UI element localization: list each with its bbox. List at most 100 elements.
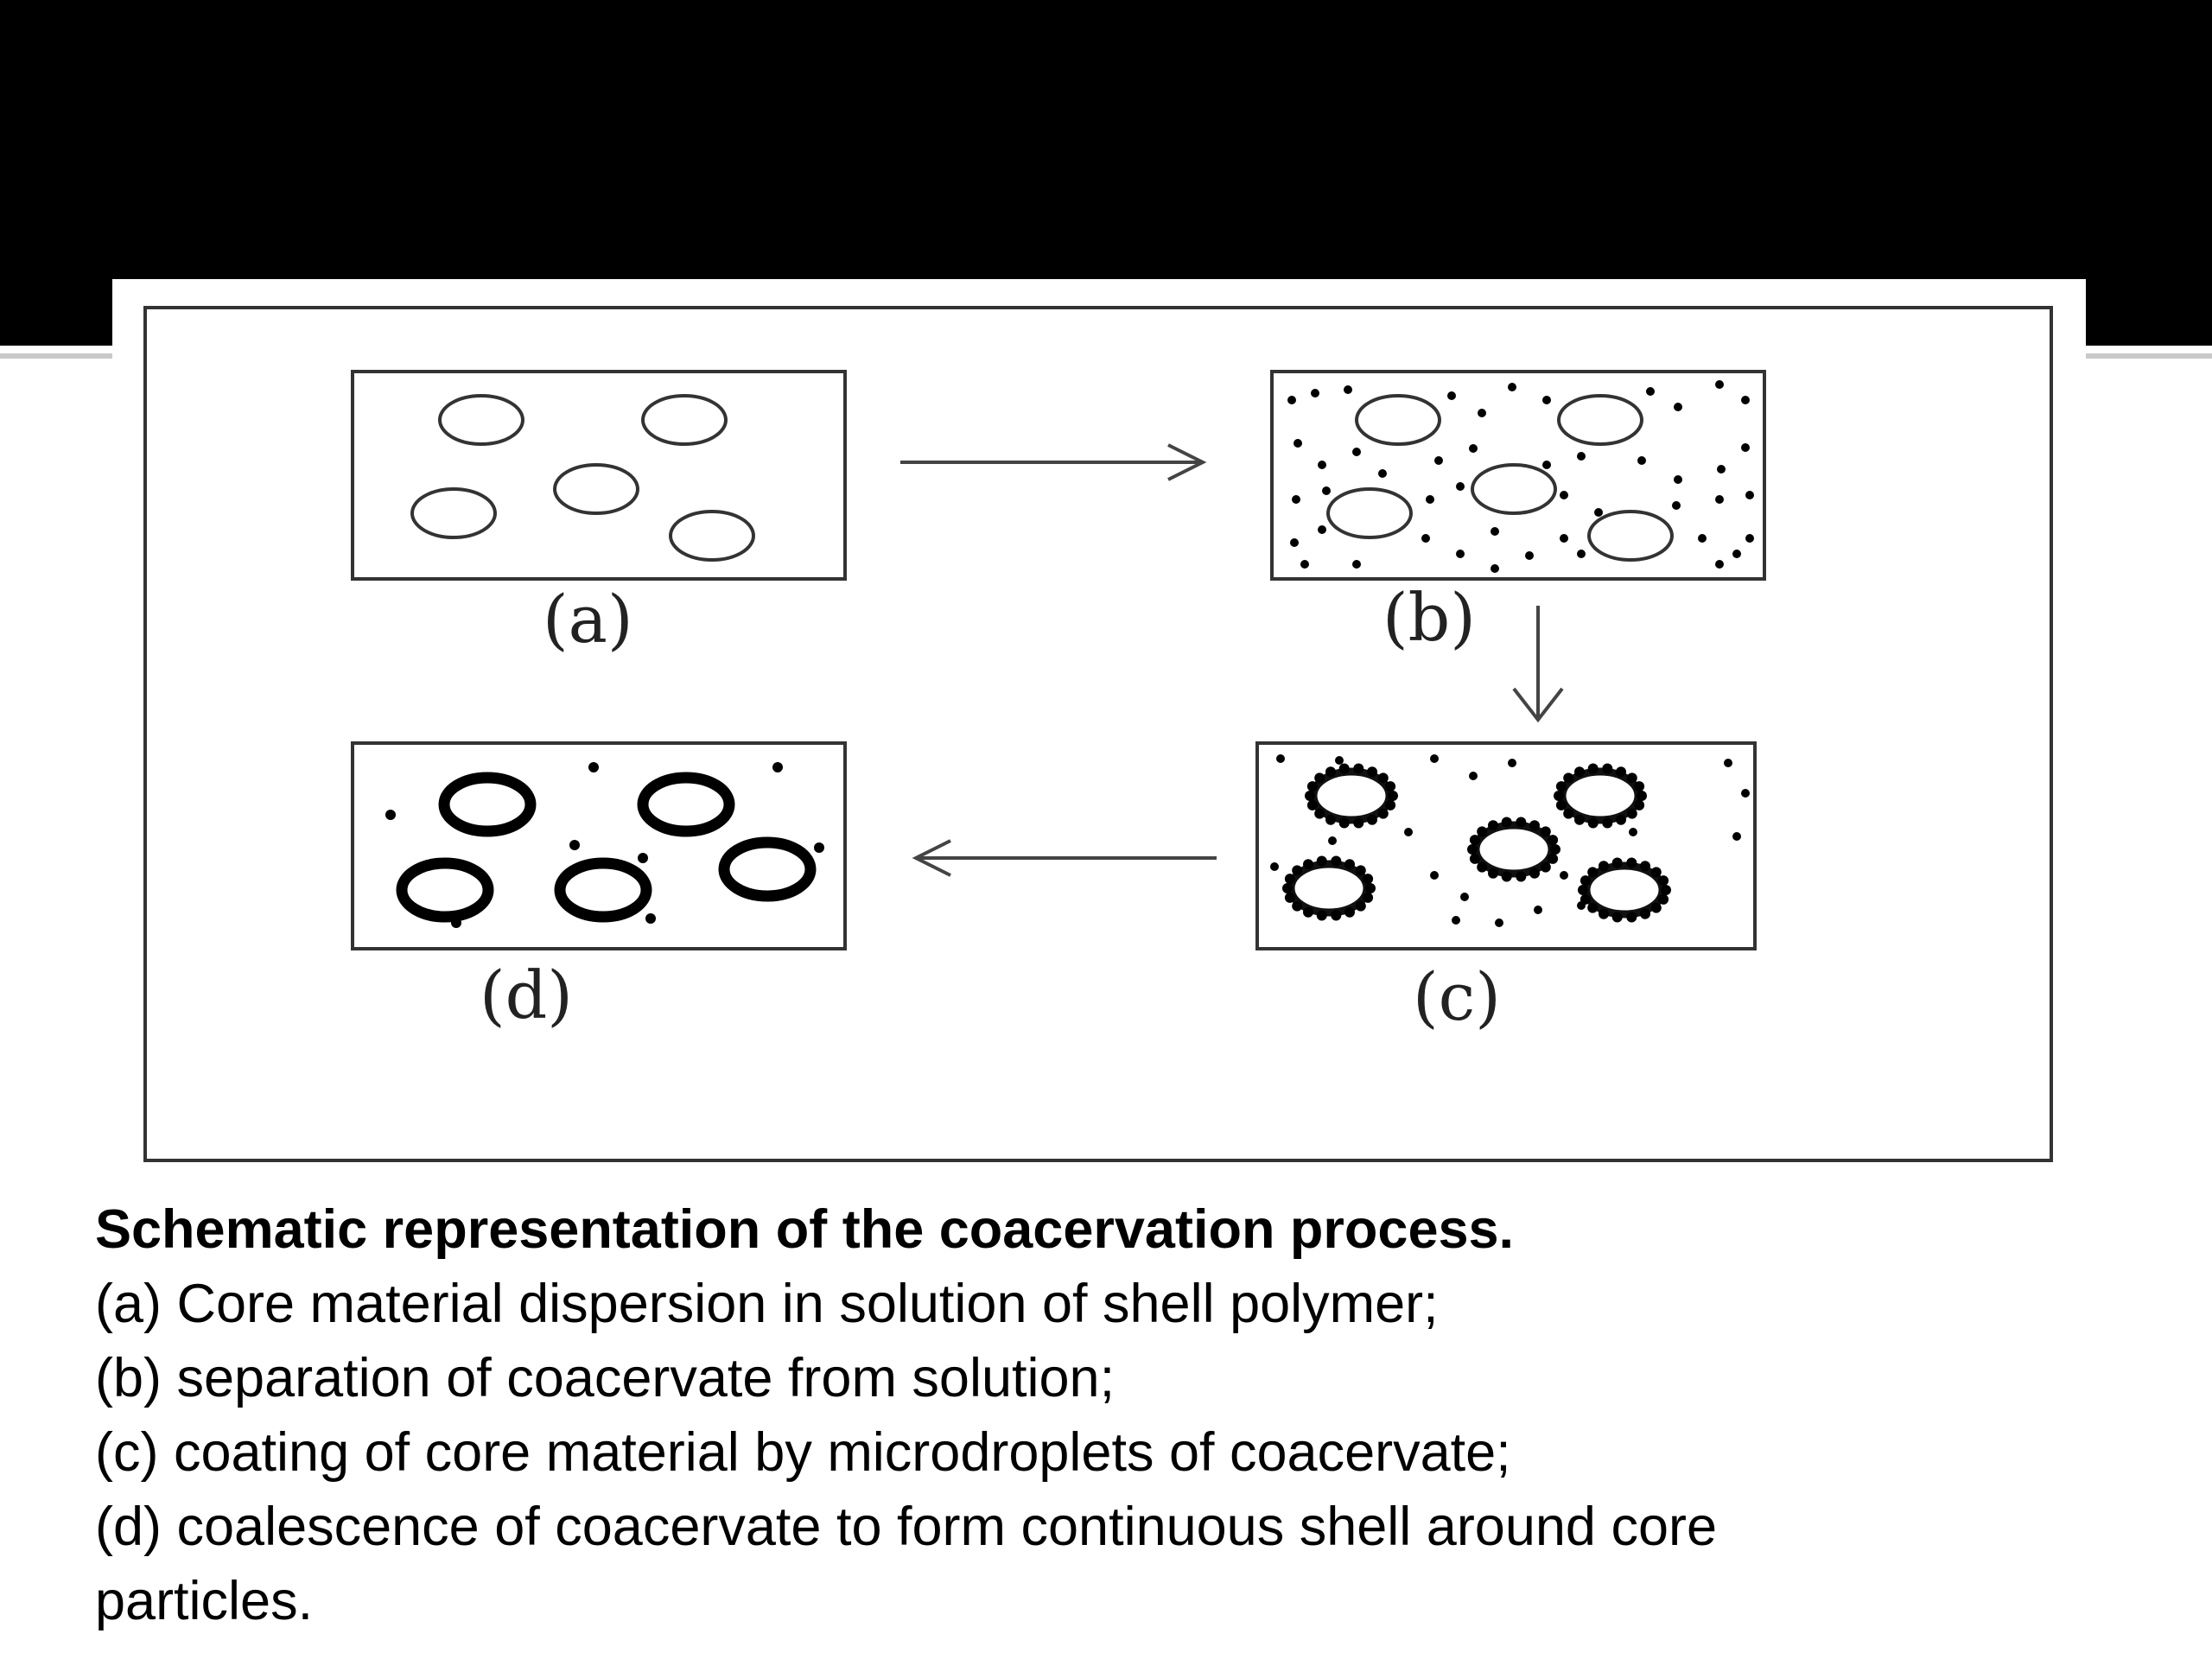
core-droplet — [641, 394, 728, 446]
coacervate-dot — [1741, 789, 1750, 798]
panel-c-label: (c) — [1413, 958, 1501, 1035]
coacervate-dot — [1447, 391, 1456, 400]
panel-b-box — [1270, 370, 1766, 581]
coacervate-dot — [1674, 475, 1682, 484]
coacervate-dot — [1478, 409, 1486, 417]
coacervate-dot — [1560, 491, 1568, 499]
coacervate-dot — [1542, 396, 1551, 404]
coacervate-dot — [1577, 901, 1586, 910]
coated-droplet — [1467, 817, 1560, 882]
coacervate-dot — [1322, 486, 1331, 495]
core-droplet — [1587, 510, 1674, 562]
coacervate-dot — [1637, 456, 1646, 465]
coacervate-dot — [1469, 772, 1478, 780]
coacervate-dot — [1732, 832, 1741, 841]
panel-b-core-droplets — [1326, 394, 1674, 562]
figure-image: (a) (b) (c) (d) — [112, 279, 2086, 1178]
core-droplet — [438, 394, 524, 446]
caption-title: Schematic representation of the coacerva… — [95, 1199, 1515, 1260]
shelled-particle — [396, 857, 494, 923]
core-droplet — [1326, 487, 1413, 539]
panel-d-label: (d) — [480, 957, 573, 1033]
coacervate-dot — [1732, 550, 1741, 558]
coated-droplet — [1554, 763, 1647, 829]
panel-a-box — [351, 370, 847, 581]
coacervate-dot — [1508, 759, 1516, 767]
divider-rule-right — [2086, 353, 2212, 359]
coacervate-dot — [1715, 495, 1724, 504]
coacervate-dot — [1674, 403, 1682, 411]
caption-line-c: (c) coating of core material by microdro… — [95, 1422, 1511, 1483]
shelled-particle — [637, 772, 735, 837]
coacervate-dot — [1352, 560, 1361, 569]
coacervate-dot — [1495, 918, 1503, 927]
coacervate-dot — [1292, 495, 1300, 504]
coacervate-dot — [1525, 551, 1534, 560]
coacervate-dot — [1430, 754, 1439, 763]
coacervate-dot — [1456, 550, 1465, 558]
coacervate-dot — [638, 853, 648, 863]
coacervation-diagram: (a) (b) (c) (d) — [143, 306, 2053, 1162]
core-droplet — [553, 463, 639, 515]
coacervate-dot — [1378, 469, 1387, 478]
coacervate-dot — [1508, 383, 1516, 391]
coacervate-dot — [1715, 560, 1724, 569]
figure-caption: Schematic representation of the coacerva… — [95, 1192, 2117, 1638]
core-droplet — [1557, 394, 1643, 446]
coacervate-dot — [1287, 396, 1296, 404]
panel-b-label: (b) — [1382, 579, 1476, 656]
coacervate-dot — [1456, 482, 1465, 491]
coacervate-dot — [1270, 862, 1279, 871]
coacervate-dot — [1717, 465, 1726, 474]
coacervate-dot — [1594, 508, 1603, 517]
coacervate-dot — [1491, 564, 1499, 573]
coacervate-dot — [1421, 534, 1430, 543]
coacervate-dot — [1715, 380, 1724, 389]
arrow-a-to-b — [900, 443, 1207, 481]
panel-a-core-droplets — [410, 394, 755, 562]
coacervate-dot — [1430, 871, 1439, 880]
coacervate-dot — [569, 840, 580, 850]
coacervate-dot — [1311, 389, 1319, 397]
coacervate-dot — [1560, 534, 1568, 543]
arrow-c-to-d — [912, 839, 1217, 877]
panel-d-coacervate-dots — [385, 762, 824, 928]
coacervate-dot — [1542, 461, 1551, 469]
coated-droplet — [1305, 763, 1398, 829]
caption-line-d: (d) coalescence of coacervate to form co… — [95, 1497, 1718, 1557]
coacervate-dot — [1352, 448, 1361, 456]
core-droplet — [410, 487, 497, 539]
coacervate-dot — [1460, 893, 1469, 901]
panel-c-coated-droplets — [1282, 763, 1671, 923]
caption-line-d-continued: particles. — [95, 1571, 314, 1631]
coacervate-dot — [1698, 534, 1707, 543]
coacervate-dot — [1745, 534, 1754, 543]
coacervate-dot — [588, 762, 599, 772]
coacervate-dot — [1290, 538, 1299, 547]
coacervate-dot — [1741, 443, 1750, 452]
coacervate-dot — [814, 842, 824, 853]
coacervate-dot — [1404, 828, 1413, 836]
coacervate-dot — [1452, 916, 1460, 925]
coacervate-dot — [1491, 527, 1499, 536]
coacervate-dot — [1724, 759, 1732, 767]
shelled-particle — [438, 772, 537, 837]
coacervate-dot — [645, 913, 656, 924]
coacervate-dot — [772, 762, 783, 772]
coacervate-dot — [1469, 444, 1478, 453]
panel-c-coacervate-dots — [1270, 754, 1750, 927]
core-droplet — [1355, 394, 1441, 446]
core-droplet — [669, 510, 755, 562]
coacervate-dot — [1335, 756, 1344, 765]
coacervate-dot — [1577, 550, 1586, 558]
coacervate-dot — [1629, 828, 1637, 836]
shelled-particle — [718, 836, 817, 902]
coated-droplet — [1578, 857, 1671, 923]
coacervate-dot — [1560, 871, 1568, 880]
coacervate-dot — [1577, 452, 1586, 461]
arrow-b-to-c — [1512, 606, 1564, 723]
coacervate-dot — [1672, 501, 1681, 510]
coated-droplet — [1282, 855, 1376, 921]
coacervate-dot — [1318, 461, 1326, 469]
